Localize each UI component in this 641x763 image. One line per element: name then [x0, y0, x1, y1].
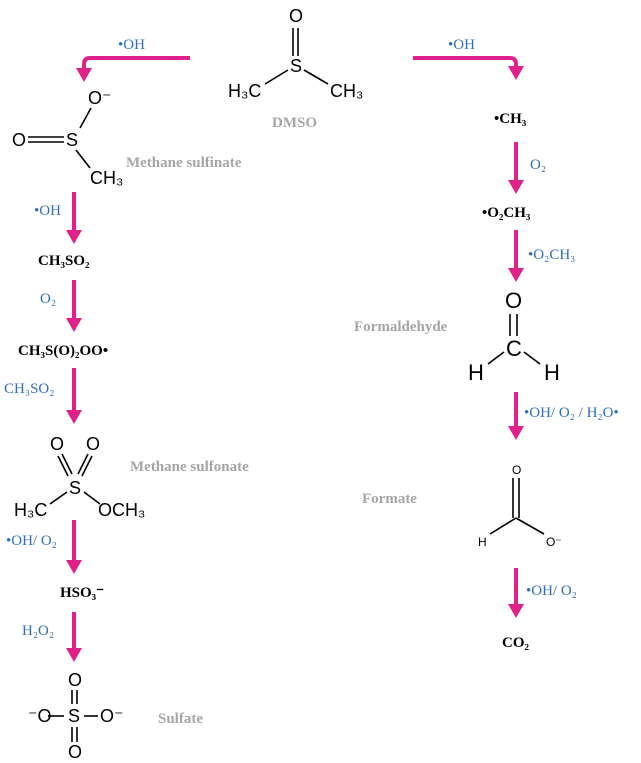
species-ch3-radical: •CH₃: [494, 111, 527, 127]
species-hso3: HSO₃⁻: [60, 585, 105, 601]
reagent-r4: •OH/ O₂: [526, 583, 577, 599]
sulfate-structure: O ⁻O S O⁻ O: [28, 670, 124, 762]
label-formate: Formate: [362, 491, 417, 507]
dmso-right-bond: [303, 69, 329, 85]
reagent-l1: •OH: [34, 203, 61, 219]
arrow-r4: [508, 568, 524, 618]
formaldehyde-structure: O C H H: [468, 288, 560, 385]
arrow-l5: [66, 612, 82, 662]
arrow-l4: [66, 520, 82, 574]
reagent-top-left: •OH: [118, 37, 145, 53]
sulfonate-left-group: H₃C: [14, 500, 47, 520]
species-ch3so2: CH₃SO₂: [38, 253, 90, 269]
formate-structure: O H O⁻: [478, 463, 562, 549]
methane-sulfinate-structure: O⁻ O S CH₃: [12, 88, 123, 188]
sulfate-o-left: ⁻O: [28, 706, 52, 726]
formate-o-minus: O⁻: [546, 535, 562, 549]
arrow-l2: [66, 280, 82, 332]
reagent-r3: •OH/ O₂ / H₂O•: [524, 405, 619, 421]
formate-co-minus-bond: [515, 517, 545, 535]
dmso-s: S: [290, 56, 302, 76]
reagent-r2: •O₂CH₃: [528, 247, 576, 263]
species-o2ch3: •O₂CH₃: [482, 205, 531, 221]
formate-o: O: [512, 463, 521, 477]
reagent-top-right: •OH: [448, 37, 475, 53]
dmso-right-group: CH₃: [330, 81, 363, 101]
arrow-l3: [66, 368, 82, 424]
sulfinate-o-minus: O⁻: [88, 88, 112, 108]
dmso-left-bond: [264, 69, 289, 85]
label-methane-sulfonate: Methane sulfonate: [130, 459, 249, 475]
formaldehyde-h-left: H: [468, 360, 484, 385]
label-dmso: DMSO: [272, 115, 317, 131]
sulfinate-s: S: [66, 130, 78, 150]
species-ch3soooo: CH₃S(O)₂OO•: [18, 343, 109, 359]
reagent-l4: •OH/ O₂: [6, 533, 57, 549]
sulfonate-left-bond: [49, 491, 68, 505]
formaldehyde-h-right: H: [544, 360, 560, 385]
sulfonate-right-group: OCH₃: [98, 500, 145, 520]
sulfinate-o: O: [12, 130, 26, 150]
sulfate-o-right: O⁻: [100, 706, 124, 726]
arrow-r1: [508, 142, 524, 194]
reagent-l5: H₂O₂: [22, 623, 55, 639]
sulfonate-right-bond: [83, 491, 101, 505]
arrow-r3: [508, 392, 524, 440]
sulfonate-o2: O: [86, 434, 100, 454]
label-formaldehyde: Formaldehyde: [354, 319, 448, 335]
sulfate-s: S: [68, 706, 80, 726]
reagent-l2: O₂: [40, 291, 57, 307]
sulfonate-o1: O: [50, 434, 64, 454]
methane-sulfonate-structure: O O S H₃C OCH₃: [14, 434, 145, 520]
arrow-dmso-to-ch3: [413, 56, 524, 80]
formaldehyde-c: C: [506, 336, 522, 361]
arrow-r2: [508, 230, 524, 282]
dmso-left-group: H₃C: [228, 81, 261, 101]
formaldehyde-left-bond: [487, 351, 505, 365]
label-sulfate: Sulfate: [158, 711, 203, 727]
sulfonate-s: S: [69, 478, 81, 498]
sulfonate-o2-bond-a: [81, 455, 93, 477]
reagent-r1: O₂: [530, 157, 547, 173]
sulfinate-sc-bond: [75, 149, 91, 169]
arrow-l1: [66, 192, 82, 244]
dmso-structure: O S H₃C CH₃: [228, 6, 363, 101]
sulfate-o-bottom: O: [68, 742, 82, 762]
label-methane-sulfinate: Methane sulfinate: [126, 155, 242, 171]
sulfinate-so-bond: [79, 107, 92, 129]
sulfonate-o1-bond-b: [61, 453, 73, 475]
arrow-dmso-to-sulfinate: [76, 56, 190, 82]
sulfonate-o1-bond-a: [57, 455, 69, 477]
formate-h: H: [478, 535, 487, 549]
formate-ch-bond: [489, 517, 517, 535]
reagent-l3: CH₃SO₂: [4, 381, 55, 397]
sulfinate-ch3: CH₃: [90, 168, 123, 188]
species-co2: CO₂: [502, 635, 529, 651]
dmso-o: O: [289, 6, 303, 26]
formaldehyde-right-bond: [523, 351, 541, 365]
formaldehyde-o: O: [505, 288, 522, 313]
sulfonate-o2-bond-b: [77, 453, 89, 475]
sulfate-o-top: O: [68, 670, 82, 690]
